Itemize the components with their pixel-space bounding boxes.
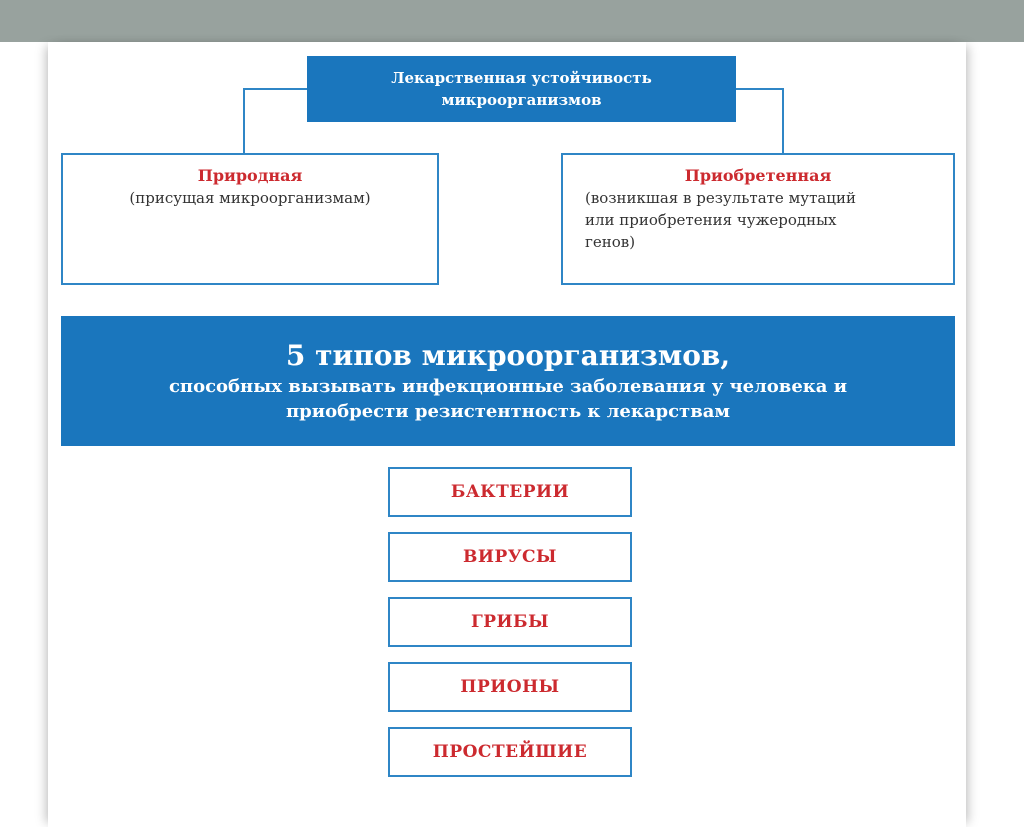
microorganism-protozoa: ПРОСТЕЙШИЕ: [388, 727, 632, 777]
banner-subtitle-line1: способных вызывать инфекционные заболева…: [168, 376, 848, 397]
banner-subtitle-line2: приобрести резистентность к лекарствам: [285, 401, 730, 422]
connector-right: [736, 88, 784, 153]
microorganism-bacteria: БАКТЕРИИ: [388, 467, 632, 517]
microorganism-prions: ПРИОНЫ: [388, 662, 632, 712]
microorganism-viruses: ВИРУСЫ: [388, 532, 632, 582]
microorganism-fungi: ГРИБЫ: [388, 597, 632, 647]
acquired-resistance-box: Приобретенная (возникшая в результате му…: [561, 153, 955, 285]
connector-left: [243, 88, 307, 153]
top-bar: [0, 0, 1024, 42]
natural-description: (присущая микроорганизмам): [129, 189, 371, 207]
natural-resistance-box: Природная (присущая микроорганизмам): [61, 153, 439, 285]
microorganism-types-banner: 5 типов микроорганизмов, способных вызыв…: [61, 316, 955, 446]
banner-title: 5 типов микроорганизмов,: [285, 339, 731, 372]
resistance-heading-line2: микроорганизмов: [441, 91, 602, 109]
acquired-title: Приобретенная: [684, 166, 832, 185]
acquired-description-line3: генов): [585, 233, 636, 251]
resistance-heading-line1: Лекарственная устойчивость: [391, 69, 652, 87]
resistance-heading-box: Лекарственная устойчивость микроорганизм…: [307, 56, 736, 122]
natural-title: Природная: [197, 166, 303, 185]
acquired-description-line2: или приобретения чужеродных: [585, 211, 837, 229]
acquired-description-line1: (возникшая в результате мутаций: [585, 189, 856, 207]
